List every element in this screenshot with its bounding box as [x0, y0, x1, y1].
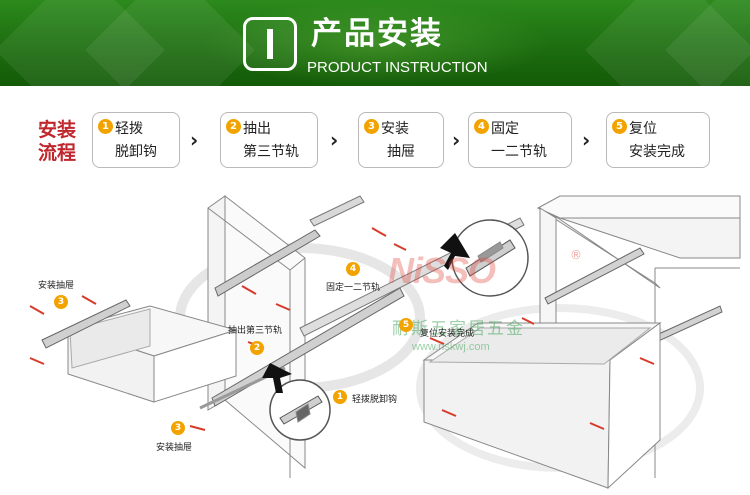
- step-line1: 固定: [491, 121, 519, 137]
- step-line2: 安装完成: [629, 144, 685, 160]
- company-watermark: 耐斯五家居五金: [392, 319, 525, 339]
- url-watermark: www.nskwj.com: [412, 341, 490, 353]
- step-line2: 脱卸钩: [115, 144, 157, 160]
- step-line2: 抽屉: [387, 144, 415, 160]
- chevron-right-icon: ›: [452, 128, 461, 152]
- step-badge-4: 4: [346, 262, 360, 276]
- process-label-line2: 流程: [38, 142, 77, 164]
- bracket-i-icon: [243, 17, 297, 71]
- process-step-4: 4 固定 一二节轨: [468, 112, 572, 168]
- step-number-badge: 2: [226, 119, 241, 134]
- process-step-2: 2 抽出 第三节轨: [220, 112, 318, 168]
- step-badge-2: 2: [250, 341, 264, 355]
- annotation-fix-rail: 固定一二节轨: [326, 283, 381, 293]
- annotation-pull-third-rail: 抽出第三节轨: [228, 326, 283, 336]
- step-number-badge: 5: [612, 119, 627, 134]
- installation-illustration: [29, 194, 741, 490]
- annotation-install-drawer: 安装抽屉: [156, 443, 193, 453]
- step-line2: 一二节轨: [491, 144, 547, 160]
- header-banner: 产品安装 PRODUCT INSTRUCTION: [0, 0, 750, 86]
- annotation-install-drawer: 安装抽屉: [38, 281, 75, 291]
- step-badge-3: 3: [171, 421, 185, 435]
- step-line1: 安装: [381, 121, 409, 137]
- annotation-reset-complete: 复位安装完成: [420, 329, 475, 339]
- page-subtitle: PRODUCT INSTRUCTION: [307, 59, 488, 76]
- page-title: 产品安装: [311, 16, 443, 52]
- installation-diagram: NiSSO ® 耐斯五家居五金 www.nskwj.com 安装抽屉 3 抽出第…: [0, 178, 750, 495]
- process-label-line1: 安装: [38, 119, 77, 141]
- annotation-release-hook: 轻拨脱卸钩: [352, 395, 398, 405]
- step-number-badge: 4: [474, 119, 489, 134]
- brand-watermark: NiSSO: [388, 250, 496, 291]
- step-line1: 轻拨: [115, 121, 143, 137]
- step-number-badge: 3: [364, 119, 379, 134]
- step-number-badge: 1: [98, 119, 113, 134]
- registered-mark: ®: [570, 248, 582, 262]
- process-step-1: 1 轻拨 脱卸钩: [92, 112, 180, 168]
- step-line1: 复位: [629, 121, 657, 137]
- process-label: 安装 流程: [38, 119, 80, 165]
- step-badge-3: 3: [54, 295, 68, 309]
- step-badge-1: 1: [333, 390, 347, 404]
- process-step-3: 3 安装 抽屉: [358, 112, 444, 168]
- process-step-5: 5 复位 安装完成: [606, 112, 710, 168]
- step-line1: 抽出: [243, 121, 271, 137]
- chevron-right-icon: ›: [190, 128, 199, 152]
- chevron-right-icon: ›: [330, 128, 339, 152]
- chevron-right-icon: ›: [582, 128, 591, 152]
- banner-glow: [200, 0, 550, 86]
- step-badge-5: 5: [399, 318, 413, 332]
- step-line2: 第三节轨: [243, 144, 299, 160]
